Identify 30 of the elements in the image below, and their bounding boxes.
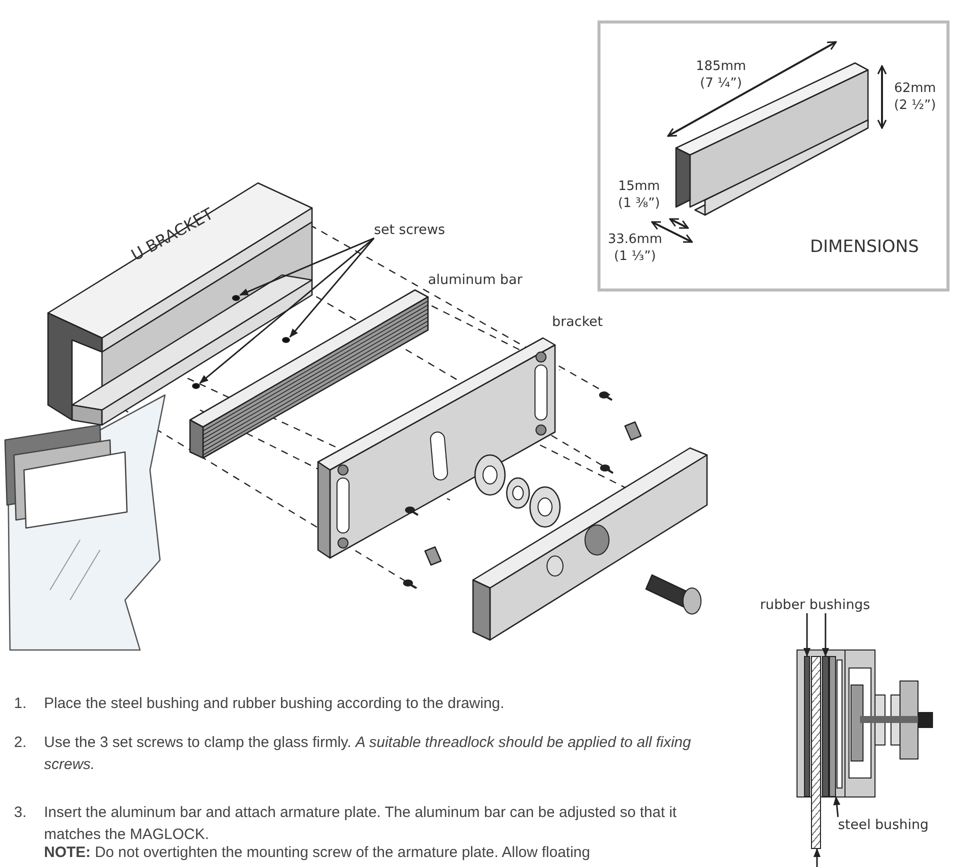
instruction-text: Place the steel bushing and rubber bushing according to the drawing.: [44, 694, 506, 714]
dimension-label: 185mm (7 ¼”): [694, 58, 748, 92]
note-text: NOTE: Do not overtighten the mounting screw of the armature plate. Allow floating: [44, 843, 592, 863]
instruction-text: Insert the aluminum bar and attach armature plate. The aluminum bar can be adjusted so that it matches the MAGLOCK.: [44, 803, 678, 845]
set-screw: [282, 337, 290, 343]
leader-line: [239, 238, 374, 296]
part-label: aluminum bar: [428, 272, 524, 288]
inset-title: DIMENSIONS: [810, 237, 920, 258]
set-screw: [192, 383, 200, 389]
rubber-bushing: [822, 656, 829, 797]
dimension-label: 15mm (1 ⅜”): [617, 178, 661, 212]
part-label: bracket: [552, 314, 604, 330]
leader-line: [199, 238, 374, 384]
step-number: 3.: [14, 803, 28, 823]
callout-text: steel bushing: [838, 817, 929, 834]
dimension-label: 62mm (2 ½”): [893, 80, 937, 114]
callout-text: set screws: [374, 222, 446, 238]
rubber-bushing: [804, 656, 810, 797]
leader-line: [822, 613, 830, 657]
steel-bushing: [829, 656, 836, 797]
leader-line: [803, 613, 811, 657]
step-number: 2.: [14, 733, 28, 753]
dimension-label: 33.6mm (1 ⅓”): [606, 231, 664, 265]
leader-line: [813, 848, 821, 867]
instruction-text: Use the 3 set screws to clamp the glass firmly. A suitable threadlock should be applied to all fixing screws.: [44, 733, 692, 775]
step-number: 1.: [14, 694, 28, 714]
leader-line: [833, 796, 840, 818]
callout-text: rubber bushings: [760, 597, 870, 614]
leader-line: [289, 238, 375, 338]
glass-pane: [811, 656, 821, 849]
